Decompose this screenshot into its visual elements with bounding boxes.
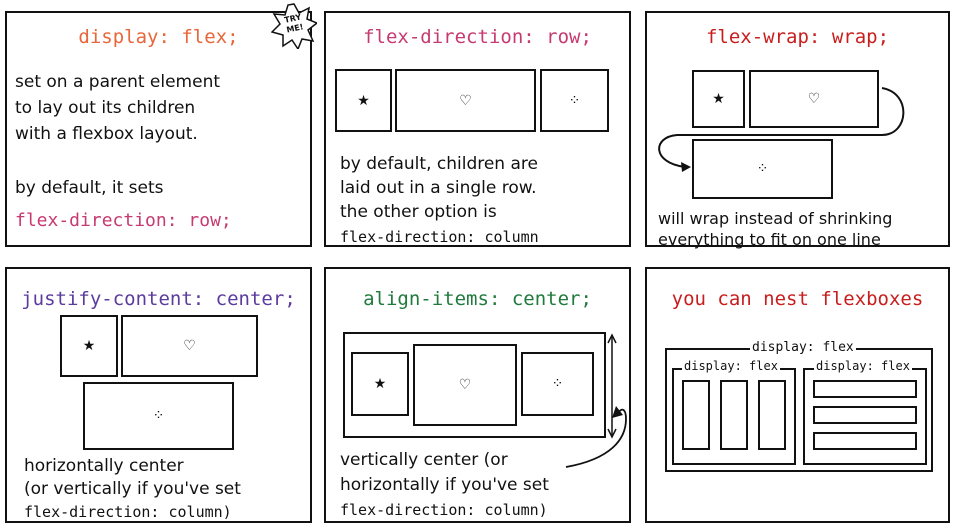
flex-item-2: ♡	[395, 69, 536, 132]
panel-flex-wrap: flex-wrap: wrap; ★ ♡ ⁘ will wrap instead…	[645, 11, 950, 249]
star-icon: ★	[82, 338, 96, 354]
flex-item-3: ⁘	[692, 139, 833, 199]
description-line-3: with a flexbox layout.	[15, 124, 198, 144]
sparkle-icon: ⁘	[568, 92, 581, 109]
column-item-2	[720, 380, 748, 450]
description-line-3: the other option is	[340, 202, 497, 222]
flex-item-2: ♡	[121, 315, 258, 377]
code-flex-direction-column: flex-direction: column)	[340, 501, 548, 519]
panel-title: you can nest flexboxes	[671, 288, 924, 310]
star-icon: ★	[357, 92, 370, 109]
description-line-4: by default, it sets	[15, 178, 164, 198]
heart-icon: ♡	[458, 377, 472, 393]
column-item-3	[758, 380, 786, 450]
right-flexbox-label: display: flex	[814, 359, 912, 373]
sparkle-icon: ⁘	[756, 161, 769, 177]
flex-item-2: ♡	[749, 70, 879, 128]
panel-title: justify-content: center;	[21, 288, 296, 310]
sparkle-icon: ⁘	[551, 376, 564, 392]
description-line-1: set on a parent element	[15, 72, 221, 92]
code-flex-direction-column: flex-direction: column)	[24, 503, 232, 521]
vertical-arrow-icon	[565, 333, 627, 468]
flex-item-1: ★	[692, 70, 745, 128]
description-line-1: horizontally center	[24, 456, 184, 476]
panel-align-items: align-items: center; ★ ♡ ⁘ vertically ce…	[324, 267, 631, 523]
flex-item-2: ♡	[413, 344, 517, 426]
flex-item-3: ⁘	[521, 352, 594, 416]
description-line-2: (or vertically if you've set	[24, 479, 241, 499]
column-item-1	[682, 380, 710, 450]
flex-item-1: ★	[351, 352, 409, 416]
description-line-1: vertically center (or	[340, 450, 508, 470]
panel-title: align-items: center;	[363, 288, 592, 310]
description-line-2: laid out in a single row.	[340, 178, 537, 198]
code-flex-direction-column: flex-direction: column	[340, 228, 539, 246]
wrap-arrow-icon	[658, 87, 905, 172]
outer-flexbox	[665, 348, 933, 472]
heart-icon: ♡	[807, 91, 821, 107]
right-flexbox	[803, 368, 927, 465]
description-line-2: to lay out its children	[15, 98, 196, 118]
left-flexbox-label: display: flex	[682, 359, 780, 373]
panel-title: flex-direction: row;	[363, 26, 592, 48]
sparkle-icon: ⁘	[152, 408, 165, 424]
outer-flexbox-label: display: flex	[750, 340, 856, 355]
try-me-badge[interactable]: TRY ME!	[270, 3, 319, 51]
row-item-2	[813, 406, 917, 424]
panel-display-flex: display: flex; TRY ME! set on a parent e…	[5, 3, 319, 247]
heart-icon: ♡	[459, 92, 472, 109]
description-line-2: horizontally if you've set	[340, 475, 549, 495]
row-item-1	[813, 380, 917, 398]
row-item-3	[813, 432, 917, 450]
panel-title: flex-wrap: wrap;	[705, 26, 890, 48]
flex-item-1: ★	[335, 69, 392, 132]
description-line-1: by default, children are	[340, 154, 538, 174]
panel-nested-flexboxes: you can nest flexboxes display: flex dis…	[645, 267, 950, 523]
panel-flex-direction-row: flex-direction: row; ★ ♡ ⁘ by default, c…	[324, 11, 631, 247]
description-line-1: will wrap instead of shrinking	[658, 209, 893, 228]
flex-item-3: ⁘	[83, 382, 234, 450]
star-icon: ★	[373, 376, 387, 392]
panel-justify-content: justify-content: center; ★ ♡ ⁘ horizonta…	[5, 267, 312, 523]
code-flex-direction-row: flex-direction: row;	[15, 210, 232, 231]
star-icon: ★	[712, 91, 725, 107]
burst-icon	[270, 3, 319, 51]
left-flexbox	[672, 368, 796, 465]
flex-item-1: ★	[60, 315, 118, 377]
heart-icon: ♡	[183, 338, 196, 354]
panel-title: display: flex;	[78, 26, 239, 48]
flex-item-3: ⁘	[540, 69, 609, 132]
description-line-2: everything to fit on one line	[658, 230, 881, 249]
